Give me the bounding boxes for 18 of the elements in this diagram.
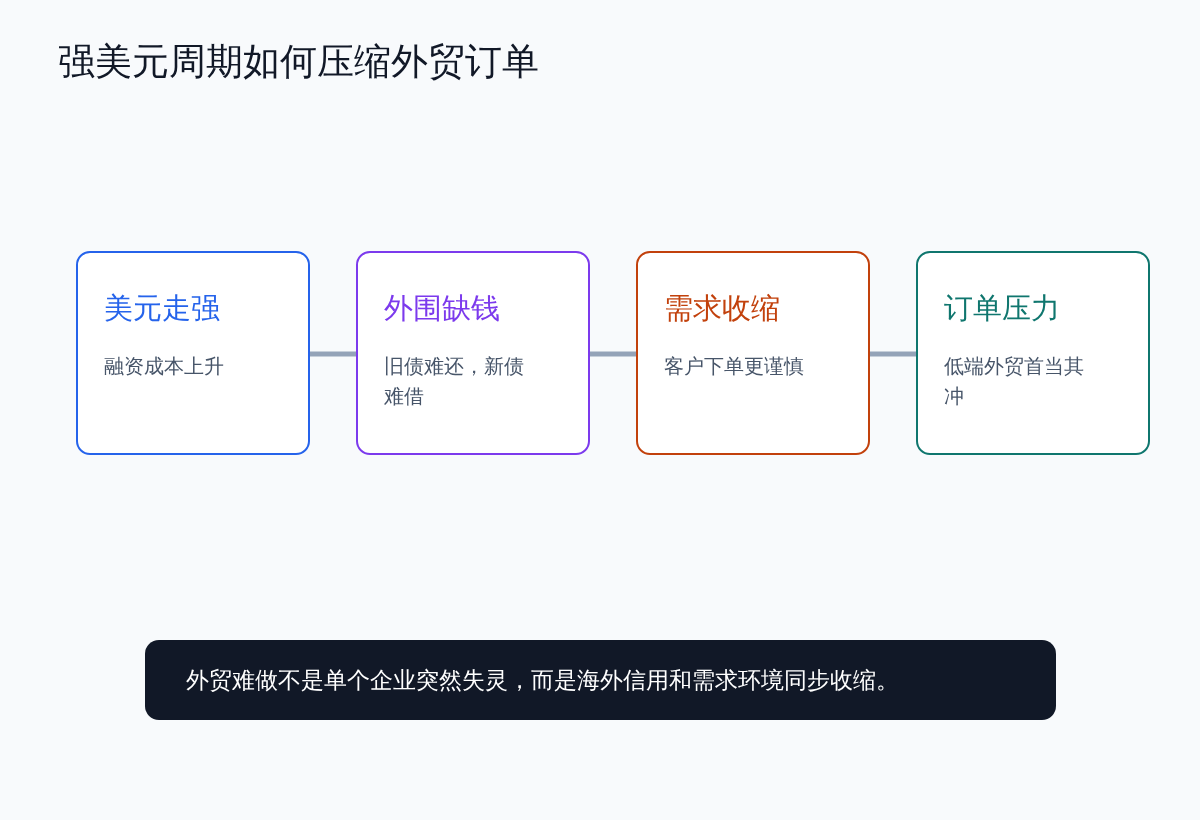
connector-line [870, 351, 916, 357]
step-card [916, 251, 1150, 455]
summary-text: 外贸难做不是单个企业突然失灵，而是海外信用和需求环境同步收缩。 [186, 666, 899, 695]
card-body: 低端外贸首当其冲 [944, 353, 1085, 410]
card-body: 旧债难还，新债难借 [384, 353, 525, 410]
diagram-title: 强美元周期如何压缩外贸订单 [58, 39, 539, 85]
step-card [76, 251, 310, 455]
card-heading: 订单压力 [944, 290, 1060, 327]
step-card [356, 251, 590, 455]
step-card [636, 251, 870, 455]
card-body: 融资成本上升 [104, 353, 225, 380]
card-heading: 需求收缩 [664, 290, 780, 327]
card-heading: 美元走强 [104, 290, 220, 327]
summary-banner [145, 640, 1056, 720]
card-heading: 外围缺钱 [384, 290, 500, 327]
connector-line [310, 351, 356, 357]
connector-line [590, 351, 636, 357]
card-body: 客户下单更谨慎 [664, 353, 805, 380]
